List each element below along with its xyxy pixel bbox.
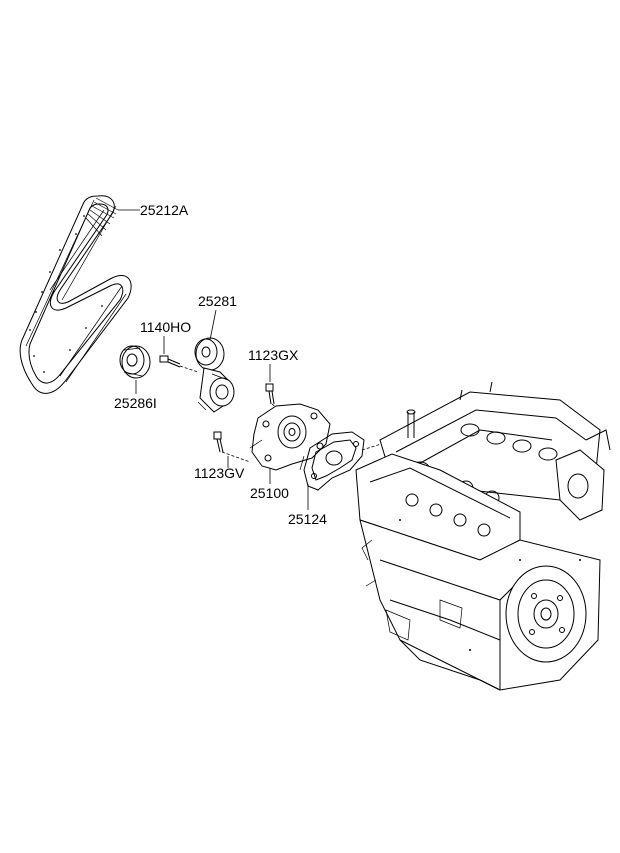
water-pump	[249, 403, 331, 471]
engine-assembly	[355, 381, 611, 691]
pump-gasket	[303, 431, 365, 491]
belt-tensioner	[194, 337, 235, 413]
label-25212A: 25212A	[140, 202, 189, 218]
bolt-1123GX	[265, 383, 275, 405]
drive-belt	[19, 195, 132, 394]
label-25281: 25281	[198, 293, 237, 309]
label-1140HO: 1140HO	[140, 319, 192, 335]
idler-pulley	[119, 345, 151, 379]
bolt-1123GV	[213, 431, 224, 453]
label-25100: 25100	[250, 485, 289, 501]
label-1123GV: 1123GV	[194, 465, 245, 481]
label-25286I: 25286I	[114, 395, 157, 411]
label-25124: 25124	[288, 511, 327, 527]
label-1123GX: 1123GX	[248, 347, 299, 363]
bolt-1140HO	[159, 355, 181, 368]
